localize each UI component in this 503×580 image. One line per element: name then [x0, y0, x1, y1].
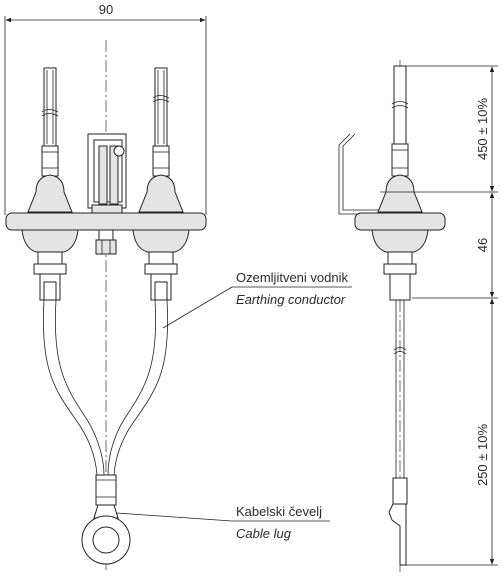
- left-lead-wire: [41, 67, 59, 177]
- right-insulator-skirt: [132, 229, 190, 253]
- side-extension-lines: [380, 65, 498, 566]
- side-sleeve: [383, 251, 417, 301]
- side-lower-cable: [393, 300, 407, 478]
- left-insulator-bell: [27, 174, 73, 213]
- side-insulator-skirt: [371, 229, 429, 253]
- dimension-width-label: 90: [99, 2, 113, 17]
- earthing-conductor-label-sl: Ozemljitveni vodnik: [236, 270, 348, 285]
- earthing-conductor-cables: [42, 299, 169, 476]
- side-bracket-hook: [338, 133, 380, 215]
- left-sleeve: [33, 251, 67, 301]
- front-view: 90: [4, 2, 352, 570]
- mounting-bracket: [87, 133, 127, 214]
- cable-lug-ring: [81, 504, 131, 565]
- dimension-lower: 250 ± 10%: [475, 298, 495, 565]
- dimension-upper: 450 ± 10%: [475, 66, 495, 192]
- side-upper-lead: [391, 65, 409, 177]
- side-view: 450 ± 10% 46 250 ± 10%: [338, 60, 498, 575]
- side-base-plate: [354, 212, 446, 231]
- dimension-middle-label: 46: [475, 238, 490, 252]
- cable-lug-label-sl: Kabelski čevelj: [236, 504, 322, 519]
- dimension-middle: 46: [475, 192, 495, 298]
- earthing-conductor-callout: Ozemljitveni vodnik Earthing conductor: [162, 270, 352, 329]
- right-sleeve: [144, 251, 178, 301]
- side-cable-lug: [388, 477, 408, 566]
- right-insulator-bell: [138, 174, 184, 213]
- right-lead-wire: [152, 67, 170, 177]
- dimension-width-top: 90: [4, 2, 207, 215]
- crimp-ferrule: [95, 474, 117, 506]
- dimension-lower-label: 250 ± 10%: [475, 424, 490, 487]
- cable-lug-label-en: Cable lug: [236, 526, 292, 541]
- cable-lug-callout: Kabelski čevelj Cable lug: [115, 504, 330, 541]
- side-insulator-bell: [377, 174, 423, 213]
- center-bolt: [95, 229, 117, 255]
- earthing-conductor-label-en: Earthing conductor: [236, 292, 346, 307]
- left-insulator-skirt: [21, 229, 79, 253]
- base-plate: [5, 212, 207, 231]
- dimension-upper-label: 450 ± 10%: [475, 98, 490, 161]
